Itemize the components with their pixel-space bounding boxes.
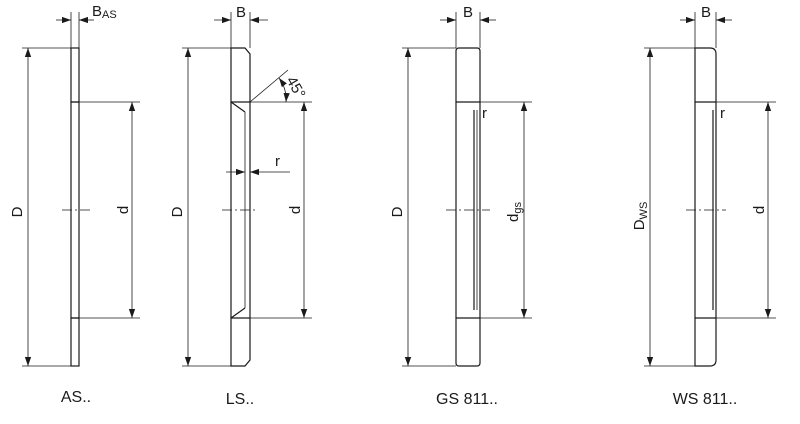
as-lower-section bbox=[70, 317, 80, 367]
ls-angle-arc bbox=[278, 77, 290, 103]
ws-upper-section bbox=[694, 47, 717, 103]
caption-gs: GS 811.. bbox=[436, 391, 498, 408]
gs-outer-dimension-label: D bbox=[389, 206, 406, 217]
ws-radius-label: r bbox=[720, 105, 725, 122]
caption-ls: LS.. bbox=[226, 391, 254, 408]
ls-width-dimension-label: B bbox=[236, 4, 246, 21]
ls-outer-dimension-label: D bbox=[169, 206, 186, 217]
ws-outer-dimension-label: DWS bbox=[631, 202, 650, 231]
ls-radius-label: r bbox=[275, 153, 280, 170]
gs-lower-section bbox=[455, 317, 481, 367]
as-inner-dimension-label: d bbox=[115, 206, 132, 214]
figure-as: D d BAS AS.. bbox=[9, 3, 140, 406]
as-outer-dimension-label: D bbox=[9, 206, 26, 217]
caption-as: AS.. bbox=[61, 389, 91, 406]
as-upper-section bbox=[70, 47, 80, 103]
gs-inner-dimension-label: dgs bbox=[505, 202, 524, 222]
ws-width-dimension-label: B bbox=[701, 4, 711, 21]
gs-upper-section bbox=[455, 47, 481, 103]
ls-upper-section bbox=[230, 47, 251, 103]
ws-lower-section bbox=[694, 317, 717, 367]
figure-ls: D d B r 45° LS.. bbox=[169, 4, 312, 408]
as-width-dimension-label: BAS bbox=[92, 3, 117, 21]
figure-gs: D dgs B r GS 811.. bbox=[389, 4, 532, 408]
ls-inner-dimension-label: d bbox=[287, 206, 304, 214]
ws-inner-dimension-label: d bbox=[751, 206, 768, 214]
ls-lower-section bbox=[230, 317, 251, 367]
gs-width-dimension-label: B bbox=[463, 4, 473, 21]
gs-radius-label: r bbox=[482, 105, 487, 122]
figure-ws: DWS d B r WS 811.. bbox=[631, 4, 776, 408]
caption-ws: WS 811.. bbox=[673, 391, 738, 408]
